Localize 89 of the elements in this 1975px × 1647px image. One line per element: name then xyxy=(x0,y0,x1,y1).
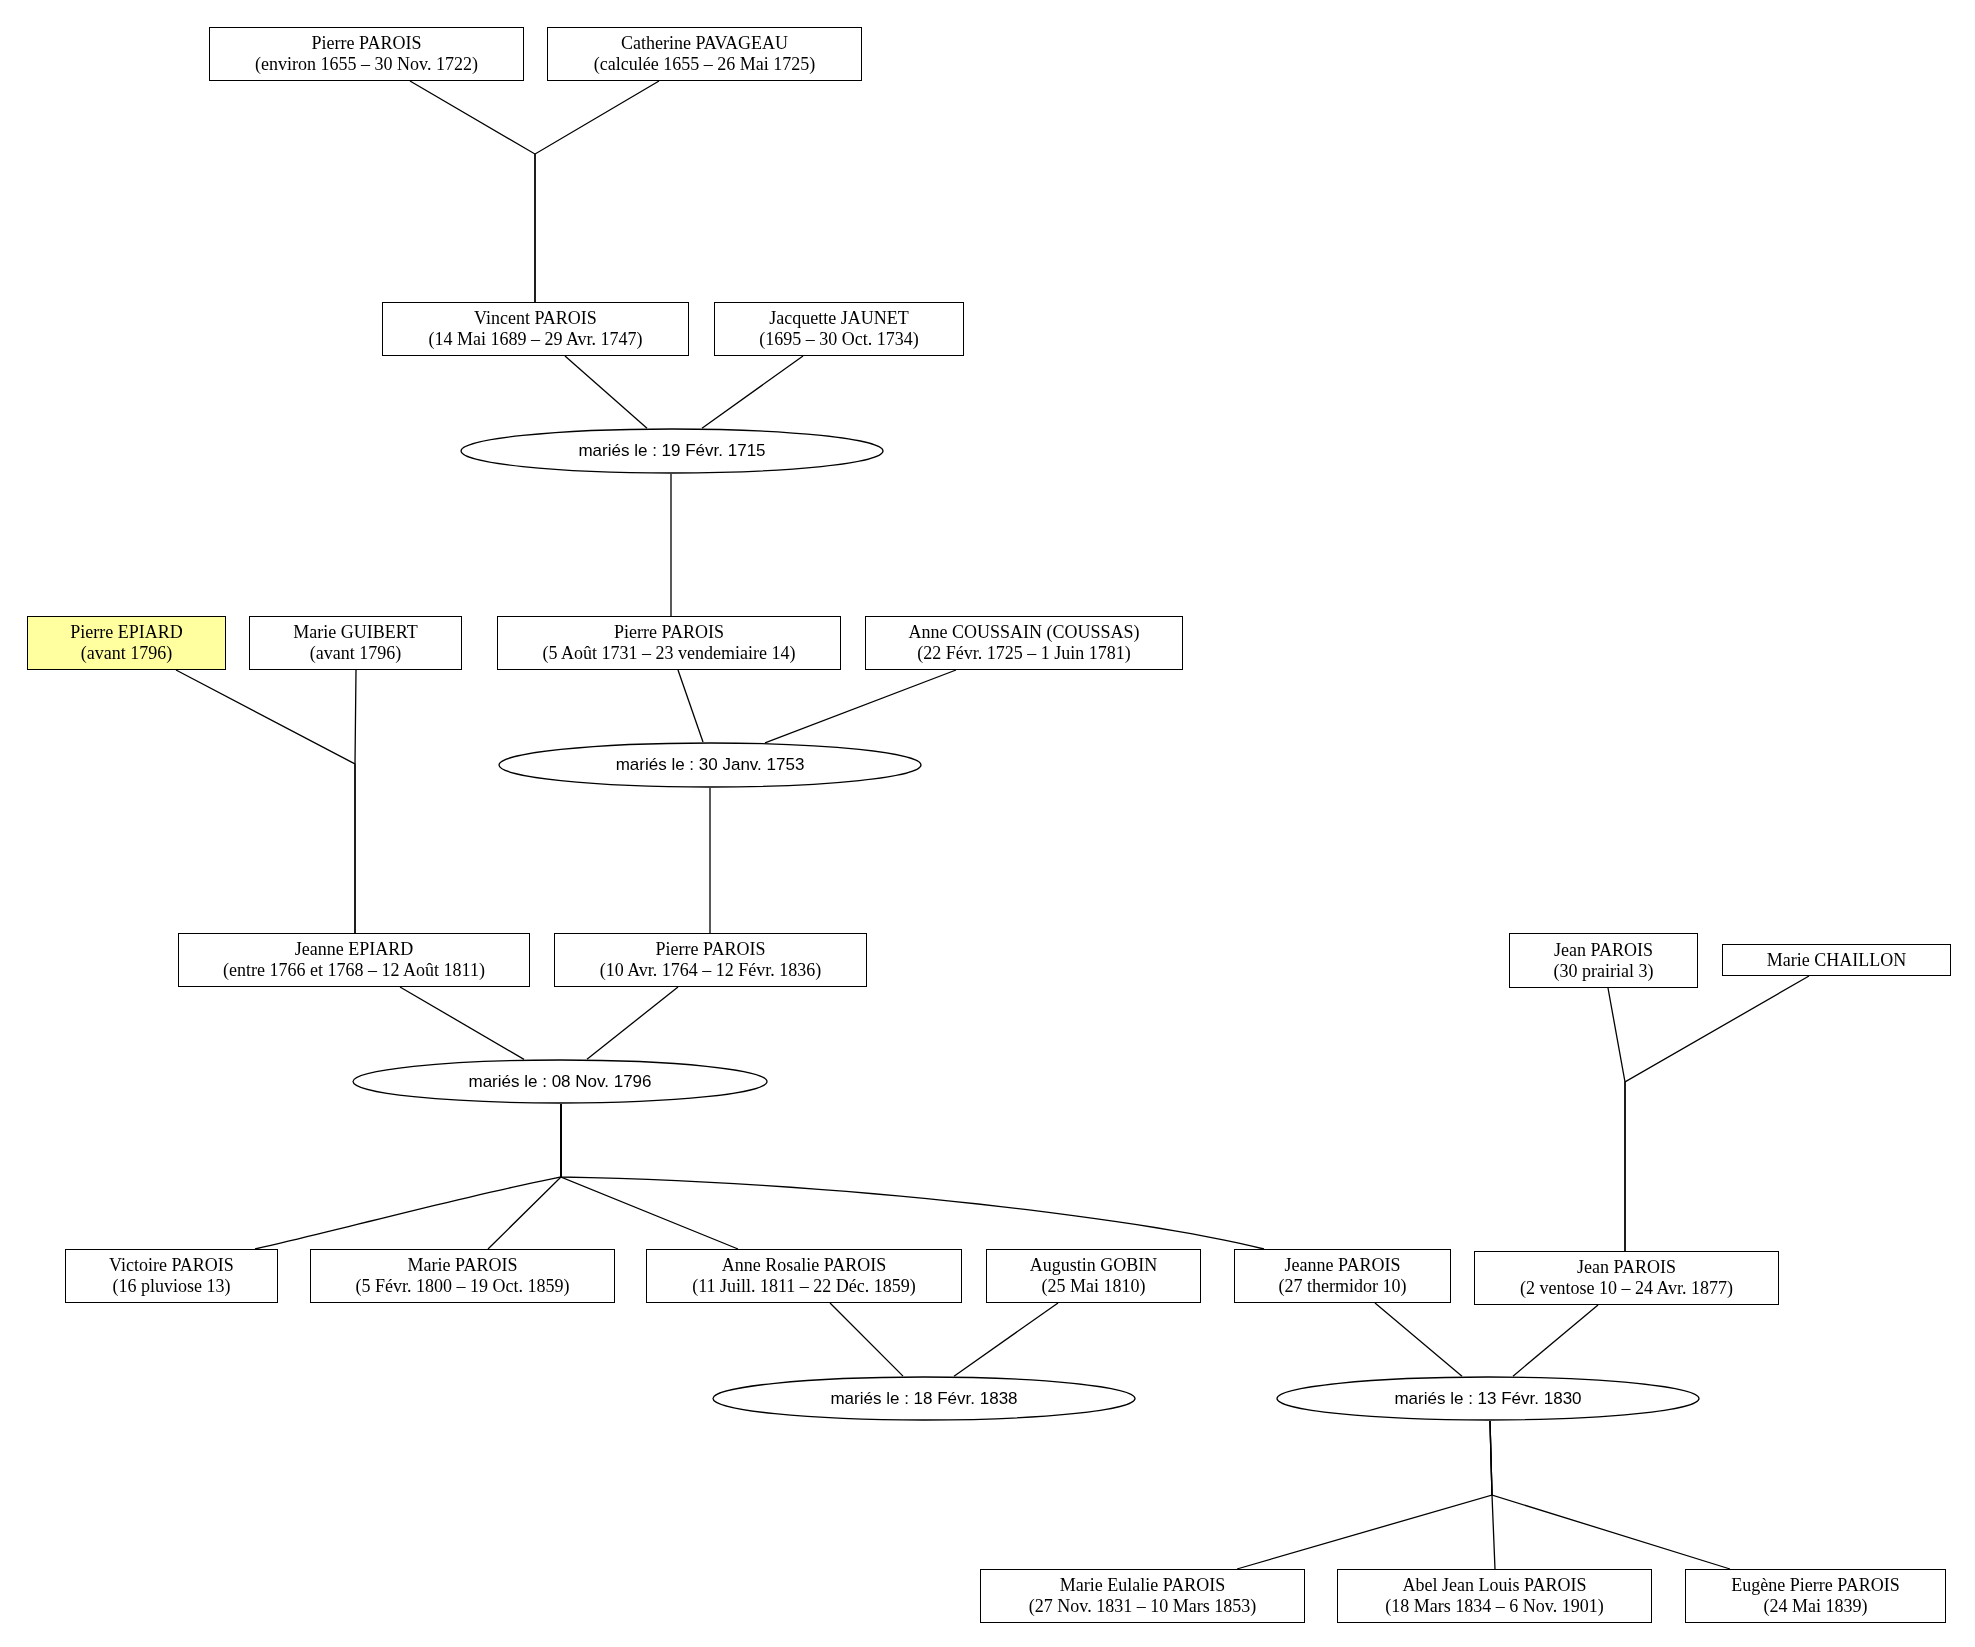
person-name: Marie GUIBERT xyxy=(293,622,418,643)
connector-line xyxy=(1489,1420,1731,1570)
life-dates: (2 ventose 10 – 24 Avr. 1877) xyxy=(1519,1278,1734,1299)
person-box xyxy=(27,616,226,670)
marriage-ellipse xyxy=(352,1059,768,1104)
person-box xyxy=(249,616,462,670)
life-dates: (11 Juill. 1811 – 22 Déc. 1859) xyxy=(692,1276,916,1297)
person-name: Abel Jean Louis PAROIS xyxy=(1402,1575,1587,1596)
person-box xyxy=(1685,1569,1946,1623)
person-name: Augustin GOBIN xyxy=(1029,1255,1158,1276)
person-box xyxy=(646,1249,962,1303)
person-box xyxy=(310,1249,615,1303)
person-name: Vincent PAROIS xyxy=(474,308,597,329)
life-dates: (24 Mai 1839) xyxy=(1763,1596,1868,1617)
person-name: Jean PAROIS xyxy=(1577,1257,1676,1278)
life-dates: (14 Mai 1689 – 29 Avr. 1747) xyxy=(428,329,643,350)
connector-line xyxy=(534,80,660,303)
person-box xyxy=(65,1249,278,1303)
person-name: Pierre PAROIS xyxy=(311,33,422,54)
person-box xyxy=(554,933,867,987)
person-name: Jean PAROIS xyxy=(1554,939,1653,961)
person-box xyxy=(497,616,841,670)
person-box xyxy=(1234,1249,1451,1303)
person-box xyxy=(209,27,524,81)
person-box xyxy=(382,302,689,356)
life-dates: (16 pluviose 13) xyxy=(112,1276,231,1297)
connector-line xyxy=(764,669,957,744)
marriage-date: mariés le : 13 Févr. 1830 xyxy=(1394,1388,1582,1409)
life-dates: (22 Févr. 1725 – 1 Juin 1781) xyxy=(917,643,1131,664)
marriage-ellipse xyxy=(1276,1376,1700,1421)
person-box xyxy=(1337,1569,1652,1623)
person-name: Eugène Pierre PAROIS xyxy=(1731,1575,1900,1596)
life-dates: (10 Avr. 1764 – 12 Févr. 1836) xyxy=(599,960,822,981)
life-dates: (27 thermidor 10) xyxy=(1278,1276,1407,1297)
person-box xyxy=(1509,933,1698,988)
marriage-date: mariés le : 19 Févr. 1715 xyxy=(578,441,766,461)
person-name: Pierre PAROIS xyxy=(655,939,766,960)
marriage-date: mariés le : 08 Nov. 1796 xyxy=(468,1071,652,1092)
connector-line xyxy=(1374,1302,1463,1377)
person-name: Victoire PAROIS xyxy=(109,1255,234,1276)
life-dates: (5 Févr. 1800 – 19 Oct. 1859) xyxy=(355,1276,570,1297)
connector-line xyxy=(560,1103,1265,1250)
person-box xyxy=(986,1249,1201,1303)
connector-line xyxy=(354,669,357,934)
person-name: Marie PAROIS xyxy=(407,1255,518,1276)
marriage-ellipse xyxy=(712,1376,1136,1421)
life-dates: (entre 1766 et 1768 – 12 Août 1811) xyxy=(223,960,485,981)
person-name: Catherine PAVAGEAU xyxy=(620,33,789,54)
connector-line xyxy=(677,669,704,743)
connector-line xyxy=(399,986,525,1060)
marriage-ellipse xyxy=(460,428,884,474)
person-name: Anne Rosalie PAROIS xyxy=(721,1255,887,1276)
connector-line xyxy=(709,787,711,934)
connector-line xyxy=(1512,1304,1599,1377)
person-box xyxy=(1722,944,1951,976)
life-dates: (5 Août 1731 – 23 vendemiaire 14) xyxy=(542,643,796,664)
person-box xyxy=(865,616,1183,670)
life-dates: (avant 1796) xyxy=(309,643,402,664)
person-name: Jeanne PAROIS xyxy=(1284,1255,1401,1276)
life-dates: (18 Mars 1834 – 6 Nov. 1901) xyxy=(1385,1596,1604,1617)
person-name: Pierre EPIARD xyxy=(70,622,183,643)
life-dates: (25 Mai 1810) xyxy=(1041,1276,1146,1297)
person-name: Anne COUSSAIN (COUSSAS) xyxy=(908,622,1140,643)
person-box xyxy=(714,302,964,356)
person-box xyxy=(980,1569,1305,1623)
marriage-ellipse xyxy=(498,742,922,788)
person-box xyxy=(178,933,530,987)
connector-line xyxy=(670,473,672,617)
connector-line xyxy=(1624,975,1810,1252)
person-name: Jeanne EPIARD xyxy=(294,939,414,960)
connector-line xyxy=(701,355,804,429)
person-box xyxy=(1474,1251,1779,1305)
connector-line xyxy=(829,1302,904,1377)
life-dates: (environ 1655 – 30 Nov. 1722) xyxy=(255,54,478,75)
person-name: Marie Eulalie PAROIS xyxy=(1059,1575,1226,1596)
connector-line xyxy=(564,355,648,429)
life-dates: (calculée 1655 – 26 Mai 1725) xyxy=(593,54,816,75)
connector-line xyxy=(953,1302,1059,1377)
person-box xyxy=(547,27,862,81)
person-name: Jacquette JAUNET xyxy=(769,308,909,329)
life-dates: (30 prairial 3) xyxy=(1553,960,1654,982)
marriage-date: mariés le : 18 Févr. 1838 xyxy=(830,1388,1018,1409)
person-name: Pierre PAROIS xyxy=(614,622,724,643)
life-dates: (avant 1796) xyxy=(80,643,173,664)
connector-line xyxy=(586,986,679,1060)
life-dates: (27 Nov. 1831 – 10 Mars 1853) xyxy=(1028,1596,1257,1617)
person-name: Marie CHAILLON xyxy=(1766,949,1907,971)
life-dates: (1695 – 30 Oct. 1734) xyxy=(759,329,919,350)
marriage-date: mariés le : 30 Janv. 1753 xyxy=(615,755,805,775)
